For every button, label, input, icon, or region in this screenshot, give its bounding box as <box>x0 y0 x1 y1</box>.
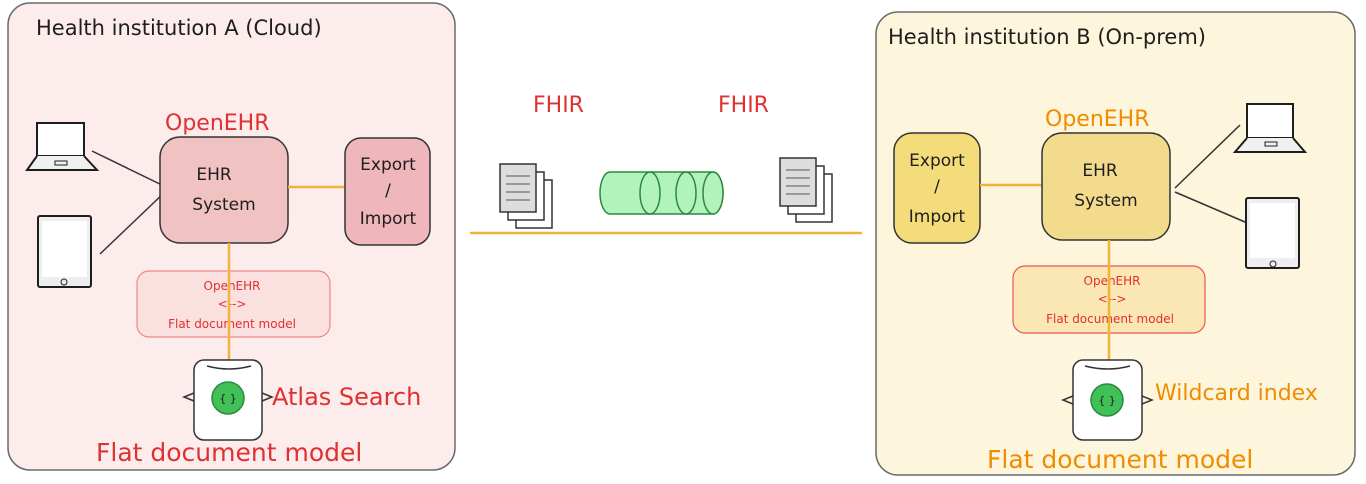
connector-line <box>1174 191 1253 226</box>
document-stack-icon <box>499 163 553 229</box>
export-import-box: Export / Import <box>893 132 981 244</box>
document-stack-icon <box>779 157 833 223</box>
database-icon: { } <box>181 359 275 441</box>
export-label: Export <box>909 151 965 171</box>
connector-line <box>1174 124 1241 189</box>
fhir-label-right: FHIR <box>718 93 769 118</box>
connector-line <box>99 190 167 255</box>
institution-b-title: Health institution B (On-prem) <box>888 25 1206 49</box>
openehr-label: OpenEHR <box>1045 107 1150 132</box>
fhir-label-left: FHIR <box>533 93 584 118</box>
institution-a-title: Health institution A (Cloud) <box>36 16 322 40</box>
institution-a-panel: Health institution A (Cloud) OpenEHR EHR… <box>7 2 456 471</box>
wildcard-index-label: Wildcard index <box>1155 381 1318 406</box>
mapping-box: OpenEHR <--> Flat document model <box>136 270 331 338</box>
slash-label: / <box>934 177 940 197</box>
laptop-icon <box>1232 103 1308 153</box>
ehr-system-box: EHR System <box>159 136 289 244</box>
flat-document-model-label: Flat document model <box>987 445 1253 474</box>
ehr-system-box: EHR System <box>1041 132 1171 241</box>
slash-label: / <box>385 181 391 201</box>
mapping-line1: OpenEHR <box>1084 274 1141 288</box>
mapping-line2: <--> <box>218 297 247 311</box>
mapping-line1: OpenEHR <box>204 279 261 293</box>
export-label: Export <box>360 155 416 175</box>
db-icon-glyph: { } <box>1098 394 1116 407</box>
institution-b-panel: Health institution B (On-prem) OpenEHR E… <box>875 11 1356 476</box>
connector-line <box>91 150 167 188</box>
mapping-line3: Flat document model <box>168 317 296 331</box>
fhir-transfer: FHIR FHIR <box>470 93 862 235</box>
message-queue-icon <box>599 171 724 215</box>
ehr-line1: EHR <box>1082 161 1118 181</box>
openehr-label: OpenEHR <box>165 111 270 136</box>
flat-document-model-label: Flat document model <box>96 438 362 467</box>
laptop-icon <box>25 122 100 171</box>
atlas-search-label: Atlas Search <box>272 383 421 411</box>
import-label: Import <box>360 209 417 229</box>
tablet-icon <box>37 215 92 288</box>
ehr-line2: System <box>1074 191 1137 211</box>
ehr-line1: EHR <box>196 165 232 185</box>
ehr-line2: System <box>192 195 255 215</box>
database-icon: { } <box>1060 359 1155 441</box>
import-label: Import <box>909 207 966 227</box>
db-icon-glyph: { } <box>219 392 237 405</box>
mapping-line2: <--> <box>1098 292 1127 306</box>
tablet-icon <box>1245 197 1300 269</box>
export-import-box: Export / Import <box>344 137 431 246</box>
